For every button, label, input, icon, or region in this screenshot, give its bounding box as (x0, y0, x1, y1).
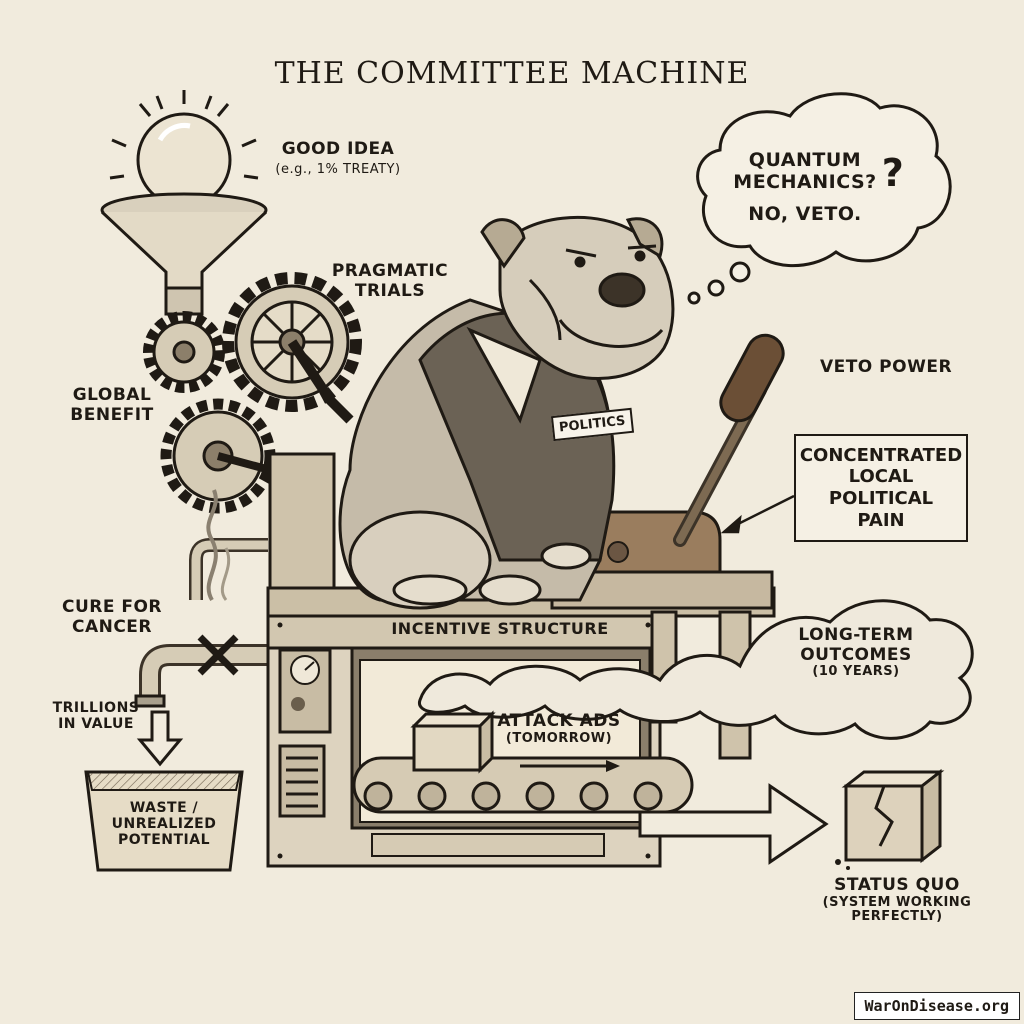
thought-bubble (687, 92, 952, 305)
political-pain-box: CONCENTRATED LOCAL POLITICAL PAIN (794, 434, 968, 542)
status-sub-1: (SYSTEM WORKING (822, 894, 972, 910)
status-quo-text: STATUS QUO (834, 875, 960, 895)
waste-text: WASTE / (129, 800, 199, 816)
attack-ads-label: ATTACK ADS (TOMORROW) (494, 711, 624, 746)
bulldog-icon (338, 215, 675, 610)
status-sub-2: PERFECTLY) (851, 909, 943, 925)
pointer-arrow-icon (720, 494, 795, 534)
footer-credit[interactable]: WarOnDisease.org (853, 992, 1020, 1020)
cancer-text: CANCER (71, 616, 153, 637)
incentive-structure-label: INCENTIVE STRUCTURE (391, 619, 609, 638)
box-icon (410, 710, 496, 774)
pain-line-1: CONCENTRATED (799, 444, 963, 466)
thought-text: QUANTUM MECHANICS? NO, VETO. (730, 149, 880, 226)
down-arrow-icon (136, 710, 184, 767)
pain-line-4: PAIN (857, 509, 905, 531)
smoke-cloud (418, 599, 974, 740)
valve-icon (197, 634, 239, 676)
right-arrow-icon (638, 783, 829, 865)
thought-line-3: NO, VETO. (748, 202, 862, 225)
trials-text: TRIALS (354, 280, 426, 301)
unrealized-text: UNREALIZED (111, 816, 217, 833)
waste-bin-icon (84, 770, 244, 872)
good-idea-text: GOOD IDEA (281, 139, 395, 159)
in-value-text: IN VALUE (58, 716, 134, 733)
long-term-label: LONG-TERM OUTCOMES (10 YEARS) (786, 625, 926, 680)
outcomes-text: OUTCOMES (800, 644, 912, 665)
status-quo-label: STATUS QUO (SYSTEM WORKING PERFECTLY) (812, 875, 982, 925)
idea-sphere-icon (109, 90, 259, 208)
ten-years-text: (10 YEARS) (812, 664, 900, 680)
global-benefit-label: GLOBAL BENEFIT (62, 385, 162, 425)
thought-line-1: QUANTUM (748, 149, 862, 171)
good-idea-label: GOOD IDEA (e.g., 1% TREATY) (268, 139, 408, 177)
trillions-label: TRILLIONS IN VALUE (44, 700, 148, 732)
long-term-text: LONG-TERM (798, 625, 914, 645)
pipe (134, 489, 270, 708)
thought-line-2: MECHANICS? (733, 170, 877, 193)
cure-for-cancer-label: CURE FOR CANCER (50, 597, 174, 637)
funnel-icon (100, 192, 268, 316)
pain-line-2: LOCAL (848, 466, 914, 488)
global-text: GLOBAL (72, 385, 152, 405)
pain-line-3: POLITICAL (828, 488, 934, 509)
pragmatic-text: PRAGMATIC (331, 261, 449, 281)
veto-power-label: VETO POWER (819, 357, 953, 377)
cure-text: CURE FOR (61, 597, 163, 617)
trillions-text: TRILLIONS (52, 700, 140, 716)
benefit-text: BENEFIT (70, 404, 154, 425)
pragmatic-trials-label: PRAGMATIC TRIALS (330, 261, 450, 301)
cracked-box-icon (835, 768, 945, 870)
conveyor-belt (352, 756, 694, 814)
gear-icon (143, 272, 362, 514)
tomorrow-text: (TOMORROW) (505, 730, 613, 746)
question-mark: ? (881, 151, 905, 195)
potential-text: POTENTIAL (117, 832, 210, 849)
waste-label: WASTE / UNREALIZED POTENTIAL (94, 800, 234, 848)
good-idea-sub: (e.g., 1% TREATY) (275, 161, 401, 177)
page-title: THE COMMITTEE MACHINE (274, 56, 750, 91)
attack-ads-text: ATTACK ADS (497, 711, 621, 731)
